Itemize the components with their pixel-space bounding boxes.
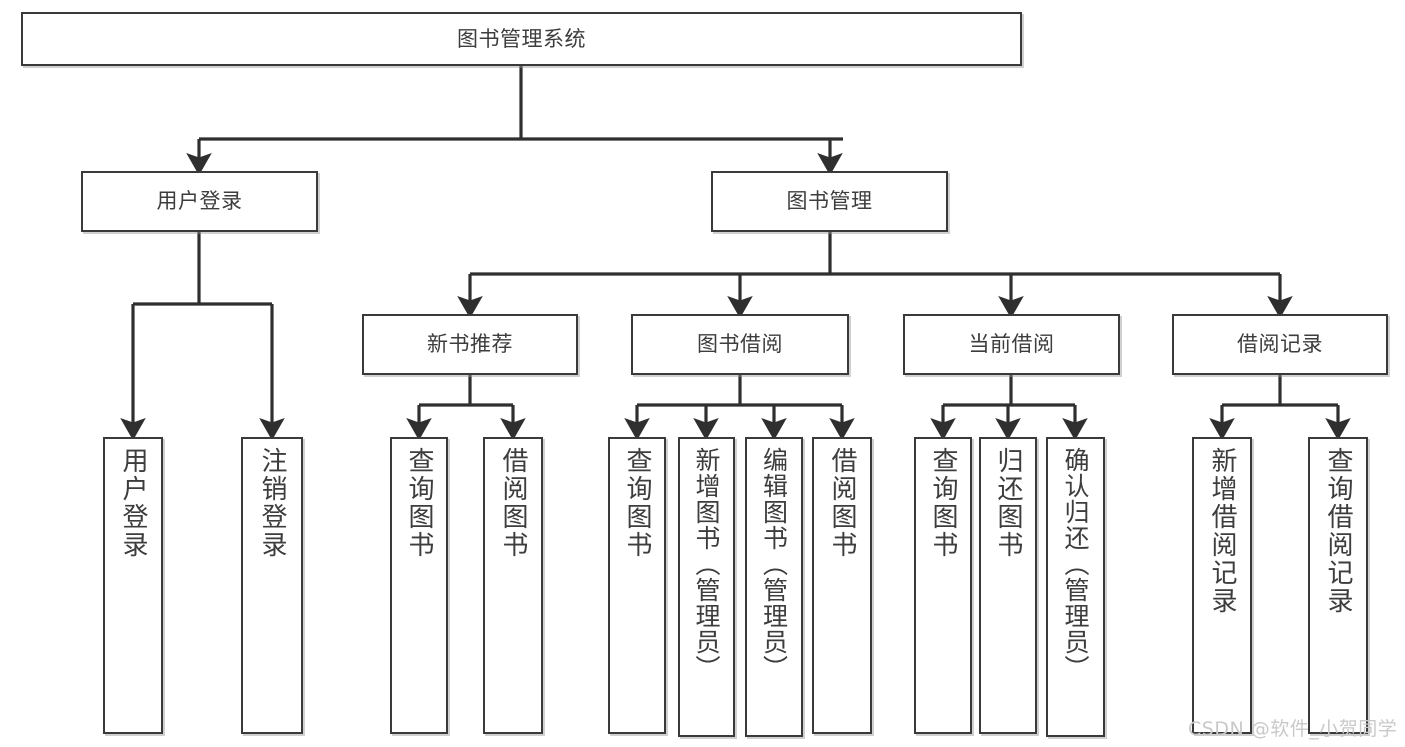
node-leaf-borrow-book-2-label: 借阅图书 (827, 447, 857, 559)
node-root[interactable]: 图书管理系统 (21, 12, 1022, 66)
node-book-manage[interactable]: 图书管理 (711, 171, 948, 232)
node-leaf-borrow-book-1[interactable]: 借阅图书 (483, 437, 543, 734)
node-leaf-edit-book-admin[interactable]: 编辑图书（管理员） (745, 437, 803, 737)
node-book-manage-label: 图书管理 (786, 189, 873, 214)
node-leaf-query-book-1-label: 查询图书 (404, 447, 434, 559)
node-leaf-query-book-1[interactable]: 查询图书 (390, 437, 448, 734)
node-leaf-return-book[interactable]: 归还图书 (979, 437, 1037, 734)
node-leaf-query-borrow-record-label: 查询借阅记录 (1323, 447, 1353, 615)
node-leaf-add-book-admin[interactable]: 新增图书（管理员） (678, 437, 735, 737)
node-leaf-user-login-label: 用户登录 (118, 447, 148, 559)
node-new-book-recommend-label: 新书推荐 (427, 332, 513, 357)
node-user-login[interactable]: 用户登录 (81, 171, 318, 232)
node-leaf-user-login[interactable]: 用户登录 (103, 437, 163, 734)
node-leaf-add-borrow-record-label: 新增借阅记录 (1207, 447, 1237, 615)
node-book-borrow-label: 图书借阅 (697, 332, 783, 357)
node-leaf-borrow-book-1-label: 借阅图书 (498, 447, 528, 559)
node-book-borrow[interactable]: 图书借阅 (631, 314, 849, 375)
node-current-borrow[interactable]: 当前借阅 (903, 314, 1120, 375)
node-leaf-query-book-3[interactable]: 查询图书 (914, 437, 972, 734)
node-leaf-return-book-label: 归还图书 (993, 447, 1023, 559)
node-user-login-label: 用户登录 (156, 189, 243, 214)
node-borrow-record-label: 借阅记录 (1237, 332, 1323, 357)
node-leaf-logout-login-label: 注销登录 (257, 447, 287, 559)
node-leaf-logout-login[interactable]: 注销登录 (241, 437, 303, 734)
node-leaf-query-book-3-label: 查询图书 (928, 447, 958, 559)
node-leaf-confirm-return-admin-label: 确认归还（管理员） (1061, 447, 1090, 681)
node-leaf-query-borrow-record[interactable]: 查询借阅记录 (1308, 437, 1368, 734)
node-current-borrow-label: 当前借阅 (968, 332, 1055, 357)
node-leaf-edit-book-admin-label: 编辑图书（管理员） (759, 447, 789, 681)
node-new-book-recommend[interactable]: 新书推荐 (362, 314, 578, 375)
node-leaf-query-book-2[interactable]: 查询图书 (608, 437, 666, 734)
node-leaf-borrow-book-2[interactable]: 借阅图书 (812, 437, 872, 734)
node-borrow-record[interactable]: 借阅记录 (1172, 314, 1388, 375)
node-leaf-query-book-2-label: 查询图书 (622, 447, 652, 559)
node-leaf-add-book-admin-label: 新增图书（管理员） (692, 447, 721, 681)
node-leaf-confirm-return-admin[interactable]: 确认归还（管理员） (1046, 437, 1105, 737)
node-leaf-add-borrow-record[interactable]: 新增借阅记录 (1192, 437, 1252, 734)
node-root-label: 图书管理系统 (457, 26, 586, 51)
